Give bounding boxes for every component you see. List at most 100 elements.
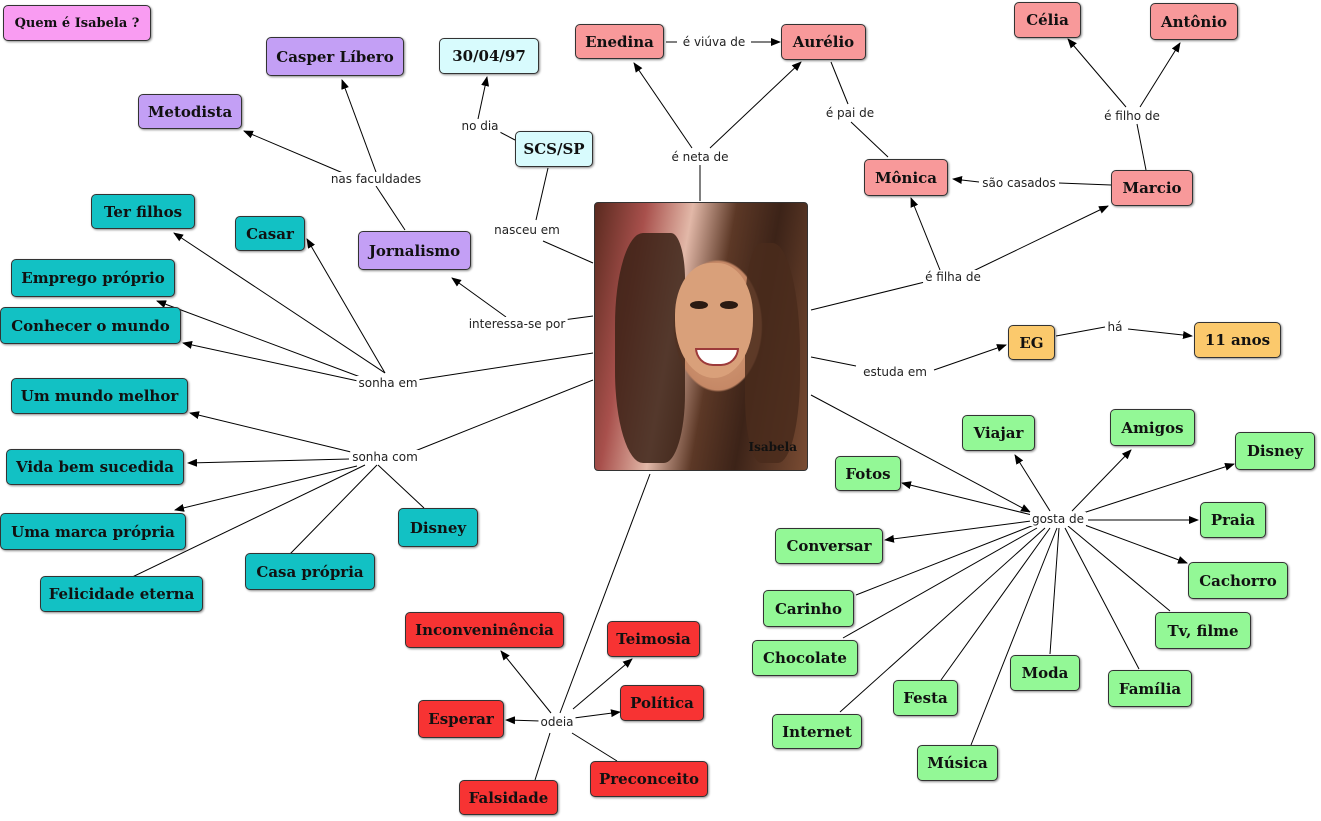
connector-arrow	[933, 344, 1007, 371]
connector-arrow	[633, 62, 693, 149]
node-musica[interactable]: Música	[917, 745, 998, 781]
link-label-nas-faculdades: nas faculdades	[328, 172, 424, 186]
photo-eye-right	[720, 301, 738, 309]
connector-line	[416, 352, 594, 381]
link-label-odeia: odeia	[538, 715, 576, 729]
connector-arrow	[173, 232, 386, 374]
connector-line	[375, 185, 406, 231]
node-eg[interactable]: EG	[1008, 325, 1055, 360]
connector-arrow	[189, 411, 352, 453]
connector-line	[535, 167, 549, 221]
node-politica[interactable]: Política	[620, 685, 704, 721]
node-metodista[interactable]: Metodista	[138, 94, 242, 129]
node-marcio[interactable]: Marcio	[1111, 170, 1193, 206]
node-monica[interactable]: Mônica	[864, 159, 948, 196]
node-moda[interactable]: Moda	[1010, 655, 1080, 691]
node-conhecer-o-mundo[interactable]: Conhecer o mundo	[0, 307, 181, 344]
link-label-interessa-se-por: interessa-se por	[466, 317, 568, 331]
connector-arrow	[1081, 523, 1188, 564]
connector-arrow	[966, 205, 1109, 275]
node-conversar[interactable]: Conversar	[775, 528, 883, 564]
node-inconveninencia[interactable]: Inconveninência	[405, 612, 564, 648]
connector-line	[830, 61, 849, 105]
node-familia[interactable]: Família	[1108, 670, 1192, 707]
connector-line	[534, 732, 551, 781]
connector-line	[810, 356, 857, 367]
connector-arrow	[1067, 38, 1127, 108]
link-label-e-viuva-de: é viúva de	[680, 35, 748, 49]
node-preconceito[interactable]: Preconceito	[590, 761, 708, 797]
link-label-e-pai-de: é pai de	[823, 106, 877, 120]
photo-caption: Isabela	[748, 440, 797, 454]
node-esperar[interactable]: Esperar	[418, 700, 504, 738]
connector-arrow	[187, 458, 350, 467]
node-um-mundo-melhor[interactable]: Um mundo melhor	[11, 378, 188, 414]
connector-arrow	[477, 76, 490, 120]
link-label-no-dia: no dia	[459, 119, 501, 133]
connector-line	[1058, 182, 1112, 186]
node-chocolate[interactable]: Chocolate	[752, 640, 858, 676]
node-enedina[interactable]: Enedina	[575, 24, 664, 59]
connector-arrow	[952, 176, 980, 185]
connector-arrow	[451, 277, 507, 318]
node-casa-propria[interactable]: Casa própria	[245, 553, 375, 590]
node-aurelio[interactable]: Aurélio	[781, 24, 866, 60]
connector-arrow	[709, 61, 802, 149]
link-label-e-filha-de: é filha de	[923, 270, 983, 284]
connector-line	[839, 527, 1046, 713]
node-teimosia[interactable]: Teimosia	[607, 621, 700, 657]
node-casar[interactable]: Casar	[235, 216, 305, 251]
connector-line	[810, 278, 938, 311]
connector-arrow	[1082, 462, 1235, 514]
node-casper-libero[interactable]: Casper Líbero	[266, 37, 404, 76]
connector-arrow	[1139, 42, 1181, 108]
link-label-gosta-de: gosta de	[1029, 512, 1087, 526]
link-label-sao-casados: são casados	[980, 176, 1058, 190]
connector-line	[1067, 525, 1171, 612]
node-fotos[interactable]: Fotos	[835, 456, 901, 491]
node-viajar[interactable]: Viajar	[962, 415, 1035, 451]
node-uma-marca-propria[interactable]: Uma marca própria	[0, 513, 186, 550]
node-tv-filme[interactable]: Tv, filme	[1155, 612, 1251, 649]
node-festa[interactable]: Festa	[893, 680, 958, 716]
node-carinho[interactable]: Carinho	[763, 590, 854, 627]
node-cachorro[interactable]: Cachorro	[1188, 562, 1288, 599]
connector-arrow	[810, 394, 1031, 513]
connector-arrow	[341, 79, 377, 173]
node-praia[interactable]: Praia	[1200, 502, 1266, 538]
connector-line	[409, 379, 594, 454]
connector-line	[1055, 326, 1106, 337]
connector-arrow	[884, 520, 1032, 543]
node-disney-dream[interactable]: Disney	[398, 508, 478, 547]
connector-arrow	[306, 238, 386, 374]
connector-arrow	[1014, 454, 1051, 512]
node-falsidade[interactable]: Falsidade	[459, 780, 558, 815]
node-internet[interactable]: Internet	[772, 714, 862, 749]
connector-arrow	[901, 481, 1033, 516]
connector-arrow	[174, 465, 358, 512]
node-ter-filhos[interactable]: Ter filhos	[91, 194, 195, 229]
connector-arrow	[910, 197, 941, 271]
connector-line	[842, 527, 1038, 639]
link-label-sonha-em: sonha em	[356, 376, 420, 390]
link-label-nasceu-em: nasceu em	[492, 223, 562, 237]
node-felicidade-eterna[interactable]: Felicidade eterna	[40, 576, 203, 612]
node-emprego-proprio[interactable]: Emprego próprio	[11, 259, 175, 297]
node-antonio[interactable]: Antônio	[1150, 3, 1238, 40]
connector-line	[289, 464, 378, 555]
connector-line	[559, 473, 651, 714]
node-scs-sp[interactable]: SCS/SP	[515, 131, 593, 167]
connector-arrow	[572, 658, 633, 710]
node-vida-bem-sucedida[interactable]: Vida bem sucedida	[6, 449, 184, 485]
node-jornalismo[interactable]: Jornalismo	[358, 231, 471, 270]
photo-hair-left	[615, 233, 685, 463]
connector-line	[1064, 527, 1140, 670]
node-disney-like[interactable]: Disney	[1235, 432, 1315, 470]
node-date[interactable]: 30/04/97	[439, 38, 539, 74]
link-label-e-neta-de: é neta de	[669, 150, 731, 164]
node-11-anos[interactable]: 11 anos	[1194, 322, 1281, 358]
node-celia[interactable]: Célia	[1014, 2, 1081, 38]
node-amigos[interactable]: Amigos	[1110, 409, 1195, 446]
connector-arrow	[500, 650, 552, 714]
map-title: Quem é Isabela ?	[3, 5, 151, 41]
